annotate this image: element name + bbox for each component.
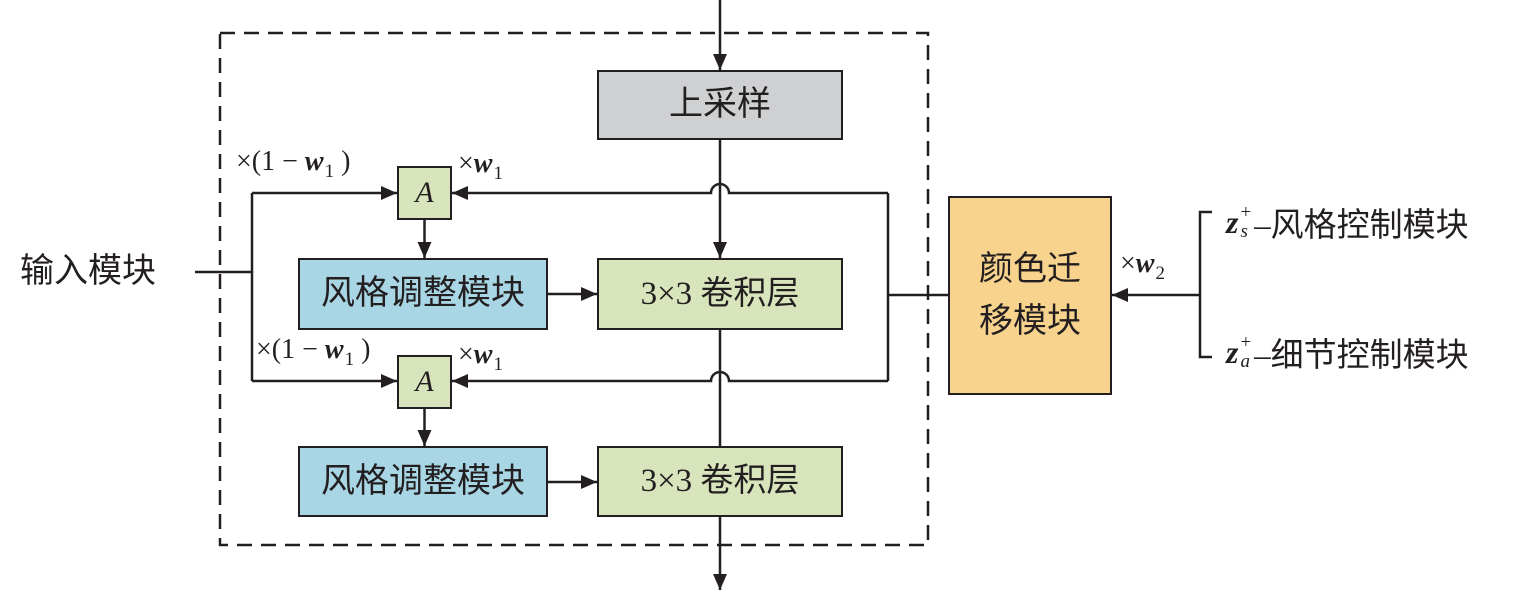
complement-top-suffix: )	[334, 146, 351, 177]
detail-control-sup: +	[1240, 332, 1252, 353]
weight-bottom-sub: 1	[493, 354, 503, 375]
module-boundary-dashed	[218, 31, 930, 547]
conv-top-label: 3×3 卷积层	[640, 275, 800, 312]
style-control-var: z	[1226, 203, 1239, 240]
complement-weight-label-bottom: ×(1 − w1 )	[256, 334, 371, 370]
style-modulation-block-top: 风格调整模块	[298, 258, 548, 330]
style-control-text: –风格控制模块	[1254, 208, 1469, 244]
detail-control-indices: + a	[1240, 333, 1251, 371]
color-transfer-label-line-2: 移模块	[979, 302, 1081, 340]
complement-bottom-var: w	[324, 334, 344, 365]
complement-bottom-sub: 1	[344, 349, 355, 370]
weight-bottom-prefix: ×	[458, 339, 474, 370]
detail-control-var: z	[1226, 333, 1239, 370]
color-transfer-block: 颜色迁 移模块	[948, 196, 1112, 395]
weight-label-bottom: ×w1	[458, 339, 503, 375]
color-weight-var: w	[1135, 248, 1155, 279]
weight-label-top: ×w1	[458, 148, 503, 184]
complement-top-var: w	[304, 146, 324, 177]
blend-top-label: A	[415, 176, 434, 209]
weight-top-prefix: ×	[458, 148, 474, 179]
style-control-sup: +	[1240, 202, 1252, 223]
color-transfer-label-line-1: 颜色迁	[979, 250, 1081, 288]
complement-weight-label-top: ×(1 − w1 )	[236, 146, 351, 182]
conv-block-bottom: 3×3 卷积层	[597, 446, 843, 517]
complement-top-sub: 1	[324, 161, 335, 182]
detail-control-label: z + a –细节控制模块	[1226, 330, 1469, 374]
weight-bottom-arrow-with-hop	[452, 370, 888, 388]
complement-bottom-prefix: ×(1 −	[256, 334, 325, 365]
color-weight-prefix: ×	[1120, 248, 1136, 279]
weight-top-sub: 1	[493, 163, 503, 184]
conv-block-top: 3×3 卷积层	[597, 258, 843, 330]
weight-top-arrow-with-hop	[452, 182, 888, 200]
blend-bottom-label: A	[415, 365, 434, 398]
style-modulation-bottom-label: 风格调整模块	[321, 462, 525, 500]
color-weight-label: ×w2	[1120, 248, 1165, 284]
complement-top-prefix: ×(1 −	[236, 146, 305, 177]
color-weight-sub: 2	[1155, 263, 1165, 284]
style-modulation-top-label: 风格调整模块	[321, 275, 525, 312]
blend-block-bottom: A	[397, 355, 452, 409]
detail-control-text: –细节控制模块	[1254, 338, 1469, 374]
detail-control-sub: a	[1240, 351, 1250, 372]
style-control-sub: s	[1240, 221, 1248, 242]
style-control-label: z + s –风格控制模块	[1226, 200, 1469, 244]
style-modulation-block-bottom: 风格调整模块	[298, 446, 548, 517]
blend-block-top: A	[397, 166, 452, 220]
weight-top-var: w	[473, 148, 493, 179]
input-label: 输入模块	[20, 253, 156, 290]
conv-bottom-label: 3×3 卷积层	[640, 463, 800, 499]
upsample-label: 上采样	[669, 86, 771, 123]
complement-bottom-suffix: )	[354, 334, 371, 365]
style-control-indices: + s	[1240, 203, 1251, 241]
control-bracket	[1198, 210, 1212, 359]
weight-bottom-var: w	[473, 339, 493, 370]
upsample-block: 上采样	[597, 70, 843, 140]
